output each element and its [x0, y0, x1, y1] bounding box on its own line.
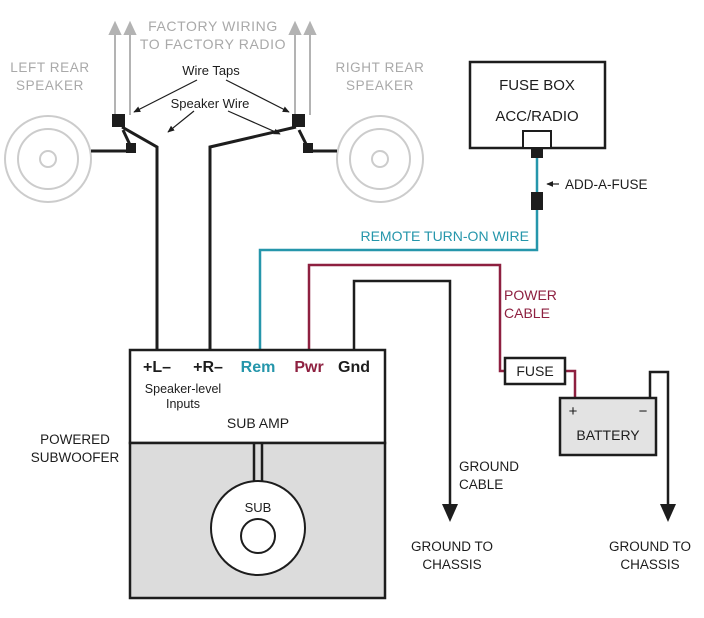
speaker-level-inputs-line1: Speaker-level	[145, 382, 221, 396]
subwoofer-label: SUB	[245, 500, 272, 515]
ground-arrowhead-battery	[660, 504, 676, 522]
add-a-fuse-tab	[531, 148, 543, 158]
power-cable-fuse-to-battery	[564, 369, 577, 399]
speaker-wire-arrow-right	[227, 110, 281, 135]
battery-plus-terminal: +	[569, 403, 578, 420]
speaker-cone	[17, 128, 79, 190]
power-cable-amp-to-fuse	[307, 263, 506, 373]
terminal-power: Pwr	[294, 359, 323, 376]
speaker-wire-arrow-left	[167, 110, 195, 133]
left-wire-tap	[112, 114, 125, 127]
right-rear-speaker-icon	[336, 115, 424, 203]
fuse-box-socket	[522, 130, 552, 149]
factory-wiring-label-line1: FACTORY WIRING	[148, 18, 278, 34]
ground-cable-battery	[648, 370, 670, 508]
terminal-remote: Rem	[241, 359, 276, 376]
ground-cable-label-line1: GROUND	[459, 459, 519, 474]
left-rear-speaker-label-line1: LEFT REAR	[10, 60, 89, 75]
fuse-box-slot-label: ACC/RADIO	[495, 108, 578, 125]
remote-turn-on-wire-label: REMOTE TURN-ON WIRE	[360, 228, 529, 244]
left-rear-speaker-label-line2: SPEAKER	[16, 78, 84, 93]
ground-to-chassis-right-line1: GROUND TO	[609, 539, 691, 554]
battery-label: BATTERY	[576, 427, 640, 443]
right-wire-tap	[292, 114, 305, 127]
left-rear-speaker-icon	[4, 115, 92, 203]
speaker-dustcap	[371, 150, 389, 168]
powered-subwoofer-line1: POWERED	[40, 432, 110, 447]
battery-box	[558, 396, 658, 457]
right-rear-speaker-label-line1: RIGHT REAR	[335, 60, 424, 75]
wire-taps-arrow-right	[225, 79, 290, 113]
inline-fuse-label: FUSE	[516, 363, 553, 379]
ground-arrowhead-amp	[442, 504, 458, 522]
terminal-right-input: +R–	[193, 359, 223, 376]
fuse-box-title: FUSE BOX	[499, 77, 575, 94]
right-rear-speaker-label-line2: SPEAKER	[346, 78, 414, 93]
ground-to-chassis-left-line1: GROUND TO	[411, 539, 493, 554]
terminal-ground: Gnd	[338, 359, 370, 376]
subwoofer-inner-circle	[240, 518, 276, 554]
right-connector	[303, 143, 313, 153]
add-a-fuse-holder	[531, 192, 543, 210]
ground-cable-label-line2: CABLE	[459, 477, 503, 492]
add-a-fuse-label: ADD-A-FUSE	[565, 177, 648, 192]
left-connector	[126, 143, 136, 153]
ground-to-chassis-left-line2: CHASSIS	[422, 557, 481, 572]
powered-subwoofer-line2: SUBWOOFER	[31, 450, 120, 465]
factory-wiring-arrows	[108, 20, 317, 115]
ground-to-chassis-right-line2: CHASSIS	[620, 557, 679, 572]
right-speaker-wire-to-amp	[208, 125, 297, 351]
speaker-level-inputs-line2: Inputs	[166, 397, 200, 411]
speaker-cone	[349, 128, 411, 190]
speaker-dustcap	[39, 150, 57, 168]
terminal-left-input: +L–	[143, 359, 171, 376]
factory-wiring-label-line2: TO FACTORY RADIO	[140, 36, 286, 52]
sub-amp-title: SUB AMP	[227, 415, 289, 431]
speaker-wires	[91, 114, 337, 351]
wire-taps-label: Wire Taps	[182, 63, 240, 78]
speaker-wire-label: Speaker Wire	[171, 96, 250, 111]
battery-minus-terminal: −	[639, 403, 648, 420]
power-cable-label-line1: POWER	[504, 287, 557, 303]
subwoofer-outer-circle	[210, 480, 306, 576]
power-cable-label-line2: CABLE	[504, 305, 550, 321]
ground-cable-amp	[352, 279, 452, 508]
sub-amp-box	[128, 348, 387, 445]
wire-taps-arrow-left	[133, 79, 198, 113]
left-speaker-wire-to-amp	[121, 125, 159, 351]
annotation-arrows	[133, 79, 559, 187]
inline-fuse-box	[503, 356, 567, 386]
